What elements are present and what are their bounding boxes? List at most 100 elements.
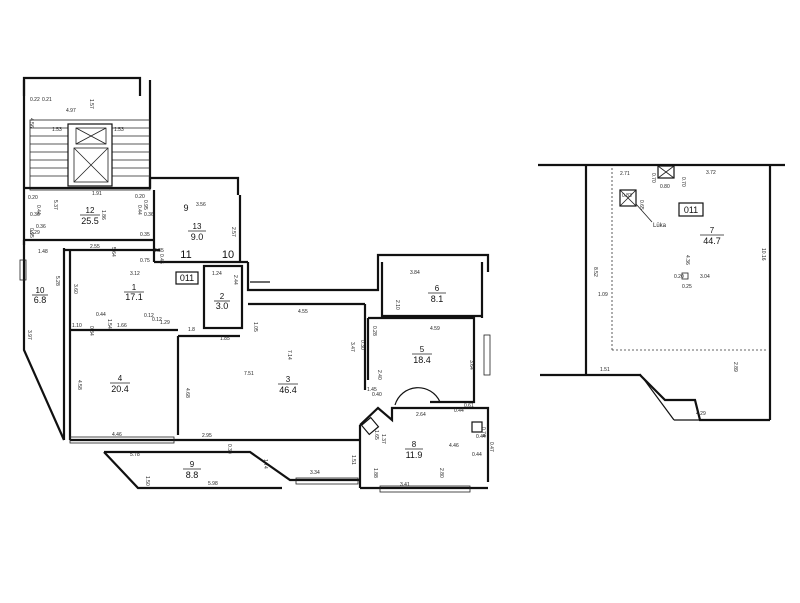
floor-label: 10 bbox=[222, 249, 234, 261]
room-4: 4 20.4 bbox=[110, 374, 130, 394]
dimension-label: 3.72 bbox=[706, 170, 716, 176]
dimension-label: 0.44 bbox=[35, 205, 41, 215]
room-number: 7 bbox=[710, 226, 715, 235]
room-area: 17.1 bbox=[125, 292, 143, 302]
dimension-label: 1.85 bbox=[220, 336, 230, 342]
dimension-label: 4.55 bbox=[298, 309, 308, 315]
dimension-label: 0.28 bbox=[371, 326, 377, 336]
room-number: 13 bbox=[193, 222, 202, 231]
dimension-label: 5.98 bbox=[208, 481, 218, 487]
dimension-label: 1.74 bbox=[262, 459, 268, 469]
dimension-label: 0.61 bbox=[464, 403, 474, 409]
dimension-label: 3.97 bbox=[26, 330, 32, 340]
dimension-label: 0.95 bbox=[142, 200, 148, 210]
room-1: 1 17.1 bbox=[124, 283, 144, 302]
dimension-label: 0.44 bbox=[136, 205, 142, 215]
dimension-label: 1.91 bbox=[92, 191, 102, 197]
room-area: 44.7 bbox=[703, 236, 721, 246]
dimension-label: 3.04 bbox=[700, 274, 710, 280]
dimension-label: 1.24 bbox=[212, 271, 222, 277]
dimension-label: 2.55 bbox=[90, 244, 100, 250]
room-6: 6 8.1 bbox=[428, 284, 446, 304]
dimension-label: 0.20 bbox=[28, 195, 38, 201]
dimension-label: 2.10 bbox=[394, 300, 400, 310]
room-8: 8 11.9 bbox=[405, 440, 423, 460]
dimension-label: 1.88 bbox=[372, 468, 378, 478]
dimension-label: 1.53 bbox=[52, 127, 62, 133]
dimension-label: 3.47 bbox=[349, 342, 355, 352]
dimension-label: 8.52 bbox=[592, 267, 598, 277]
dimension-label: 7.51 bbox=[244, 371, 254, 377]
floor-code-label: 011 bbox=[684, 205, 698, 215]
dimension-label: 2.89 bbox=[732, 362, 738, 372]
room-area: 3.0 bbox=[216, 301, 229, 311]
room-12: 12 25.5 bbox=[80, 206, 100, 226]
dimension-label: 0.44 bbox=[476, 434, 486, 440]
room-10: 10 6.8 bbox=[32, 286, 48, 305]
dimension-label: 5.37 bbox=[52, 200, 58, 210]
dimension-label: 5.64 bbox=[110, 247, 116, 257]
room-number: 8 bbox=[412, 440, 417, 449]
dimension-label: 2.40 bbox=[376, 370, 382, 380]
dimension-label: 1.53 bbox=[114, 127, 124, 133]
room-area: 25.5 bbox=[81, 216, 99, 226]
room-number: 2 bbox=[220, 292, 225, 301]
dimension-label: 0.36 bbox=[144, 212, 154, 218]
room-area: 11.9 bbox=[406, 450, 423, 460]
dimension-label: 3.12 bbox=[130, 271, 140, 277]
dimension-label: 0.40 bbox=[372, 392, 382, 398]
dimension-label: 0.20 bbox=[135, 194, 145, 200]
dimension-label: 0.20 bbox=[674, 274, 684, 280]
room-area: 6.8 bbox=[34, 295, 47, 305]
dimension-label: 0.65 bbox=[638, 200, 644, 210]
dimension-label: 0.95 bbox=[28, 228, 34, 238]
dimension-label: 0.74 bbox=[480, 427, 486, 437]
room-2: 2 3.0 bbox=[214, 292, 230, 311]
dimension-label: 0.34 bbox=[88, 326, 94, 336]
dimension-label: 2.71 bbox=[620, 171, 630, 177]
dimension-label: 2.44 bbox=[232, 275, 238, 285]
dimension-label: 4.29 bbox=[696, 411, 706, 417]
room-3: 3 46.4 bbox=[278, 375, 298, 395]
dimension-label: 5.29 bbox=[30, 230, 40, 236]
dimension-label: 0.22 bbox=[30, 97, 40, 103]
dimension-label: 0.30 bbox=[359, 340, 365, 350]
dimension-label: 0.75 bbox=[140, 258, 150, 264]
dimension-label: 0.70 bbox=[680, 177, 686, 187]
dimension-label: 2.57 bbox=[230, 227, 236, 237]
dimension-label: 1.51 bbox=[350, 455, 356, 465]
room-number: 12 bbox=[86, 206, 95, 215]
dimension-label: 0.36 bbox=[36, 224, 46, 230]
dimension-label: 0.35 bbox=[154, 248, 164, 254]
room-5: 5 18.4 bbox=[412, 345, 432, 365]
dimension-label: 0.30 bbox=[226, 444, 232, 454]
dimension-label: 0.25 bbox=[682, 284, 692, 290]
room-number: 3 bbox=[286, 375, 291, 384]
dimension-label: 4.46 bbox=[449, 443, 459, 449]
dimension-label: 0.80 bbox=[660, 184, 670, 190]
dimension-label: 0.44 bbox=[96, 312, 106, 318]
dimension-label: 4.58 bbox=[76, 380, 82, 390]
room-area: 8.1 bbox=[431, 294, 444, 304]
dimension-label: 5.78 bbox=[130, 452, 140, 458]
room-9: 9 8.8 bbox=[183, 460, 201, 480]
room-area: 46.4 bbox=[279, 385, 297, 395]
dimension-label: 0.35 bbox=[140, 232, 150, 238]
dimension-label: 0.21 bbox=[42, 97, 52, 103]
dimension-label: 4.36 bbox=[684, 255, 690, 265]
dimension-label: 4.97 bbox=[66, 108, 76, 114]
dimension-label: 0.36 bbox=[30, 212, 40, 218]
left-plan-rooms: 12 25.5 13 9.0 10 6.8 1 17.1 2 3.0 6 8.1 bbox=[32, 206, 446, 480]
room-number: 10 bbox=[36, 286, 45, 295]
dimension-label: 0.44 bbox=[472, 452, 482, 458]
room-area: 20.4 bbox=[111, 384, 129, 394]
room-number: 9 bbox=[190, 460, 195, 469]
dimension-label: 4.68 bbox=[184, 388, 190, 398]
dimension-label: 1.54 bbox=[106, 319, 112, 329]
room-area: 18.4 bbox=[413, 355, 431, 365]
dimension-label: 0.47 bbox=[488, 442, 494, 452]
dimension-label: 2.95 bbox=[202, 433, 212, 439]
stair-treads bbox=[30, 127, 150, 177]
